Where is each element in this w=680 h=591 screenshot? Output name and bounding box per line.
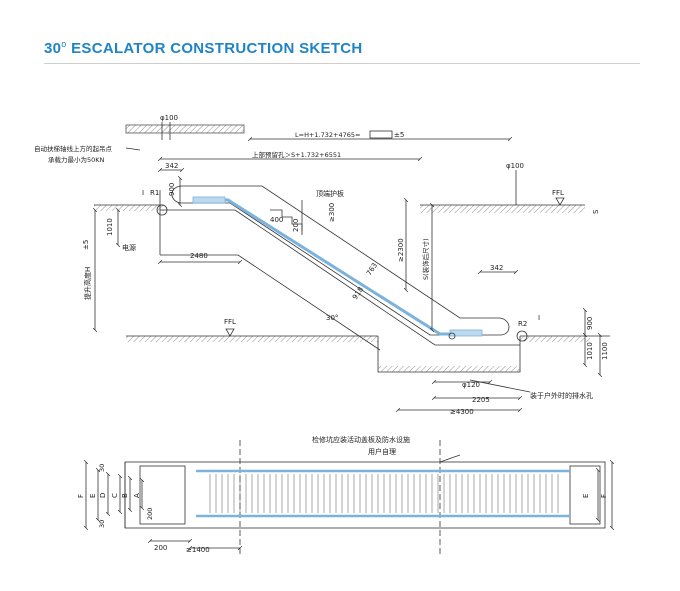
label-total-length: L=H+1.732+4765=: [295, 131, 360, 139]
pit-cover-leader: [439, 454, 461, 463]
pit-floor: [378, 366, 520, 372]
label-2480: 2480: [190, 252, 208, 260]
label-R2: R2: [518, 320, 527, 328]
label-plan-D: D: [99, 493, 107, 498]
label-900-right: 900: [586, 317, 594, 330]
plan-view: [86, 440, 612, 555]
label-FFL-bottom: FFL: [224, 318, 236, 326]
lower-pivot: [448, 332, 456, 340]
R2-marker: [516, 330, 528, 342]
label-200: 200: [292, 219, 300, 232]
ffl-top-marker: [555, 197, 565, 206]
label-plan-30-top: 30: [98, 464, 106, 472]
label-total-length-tol: ±5: [394, 131, 404, 139]
label-342-top: 342: [165, 162, 178, 170]
total-length-box: [369, 130, 393, 139]
label-plan-30-bottom: 30: [98, 520, 106, 528]
ffl-bottom-marker: [225, 328, 235, 337]
label-lifting-point-1: 自动扶梯轴线上方的起吊点: [34, 144, 113, 153]
label-I-right: I: [538, 314, 540, 322]
label-plan-E-right: E: [582, 494, 590, 498]
label-I-left: I: [142, 189, 144, 197]
label-1100: 1100: [601, 342, 609, 360]
label-1010-left: 1010: [106, 218, 114, 236]
elevation-labels: φ100 L=H+1.732+4765= ±5 自动扶梯轴线上方的起吊点 承载力…: [34, 114, 609, 416]
label-angle-30: 30°: [326, 314, 338, 322]
label-phi100-right: φ100: [506, 162, 524, 170]
plan-labels: 检修坑应装活动盖板及防水设施 用户自理 F E D C B A 30 30 20…: [77, 435, 608, 554]
lifting-leader: [125, 147, 141, 151]
label-pit-cover-1: 检修坑应装活动盖板及防水设施: [312, 435, 410, 444]
label-lifting-point-2: 承载力最小为50KN: [48, 155, 105, 164]
label-1010-right: 1010: [586, 342, 594, 360]
upper-landing-plate: [192, 196, 226, 204]
label-plan-F-right: F: [600, 494, 608, 498]
label-900-left: 900: [168, 183, 176, 196]
label-tol-5-left: ±5: [82, 240, 90, 250]
escalator-truss: [171, 185, 510, 336]
ceiling-slab: [125, 124, 245, 134]
lower-floor-right: [520, 336, 590, 342]
label-300: ≥300: [328, 203, 336, 222]
label-R1: R1: [150, 189, 159, 197]
truss-bottom-chord: [160, 254, 381, 351]
label-top-guard: 顶端护板: [316, 189, 344, 198]
label-400: 400: [270, 216, 283, 224]
label-plan-C: C: [111, 493, 119, 498]
label-rise-H: 提升高度H: [83, 267, 92, 300]
label-FFL-top: FFL: [552, 189, 564, 197]
label-plan-200-vertical: 200: [146, 508, 154, 520]
label-2300: ≥2300: [397, 238, 405, 262]
lower-floor-left: [126, 336, 378, 342]
label-plan-F: F: [77, 494, 85, 498]
label-plan-E: E: [89, 494, 97, 498]
plan-lower-pit: [569, 465, 601, 525]
page-title: 30o ESCALATOR CONSTRUCTION SKETCH: [44, 39, 363, 57]
upper-floor-right: [420, 205, 585, 213]
label-upper-opening: 上部预留孔＞S+1.732+6551: [252, 150, 341, 159]
label-2205: 2205: [472, 396, 490, 404]
plan-steps: [209, 474, 559, 513]
label-power-supply: 电源: [122, 243, 136, 252]
title-divider: [44, 63, 640, 64]
label-plan-200-bottom: 200: [154, 544, 167, 552]
label-S-finish: S(装饰后尺寸): [421, 238, 430, 280]
upper-floor-left: [94, 205, 164, 211]
label-drain-hole: 装于户外时的排水孔: [530, 391, 593, 400]
label-342-right: 342: [490, 264, 503, 272]
label-pit-cover-2: 用户自理: [368, 447, 396, 456]
label-S-right: S: [592, 209, 600, 214]
lower-landing-plate: [449, 329, 483, 337]
label-plan-1400: ≥1400: [186, 546, 210, 554]
label-plan-A: A: [133, 493, 141, 498]
R1-marker: [156, 204, 168, 216]
label-phi100-top: φ100: [160, 114, 178, 122]
truss-underside: [160, 209, 520, 346]
label-4300: ≥4300: [450, 408, 474, 416]
label-plan-B: B: [121, 493, 129, 498]
elevation-view: [94, 122, 610, 410]
label-phi120: φ120: [462, 381, 480, 389]
drain-leader: [469, 379, 531, 393]
